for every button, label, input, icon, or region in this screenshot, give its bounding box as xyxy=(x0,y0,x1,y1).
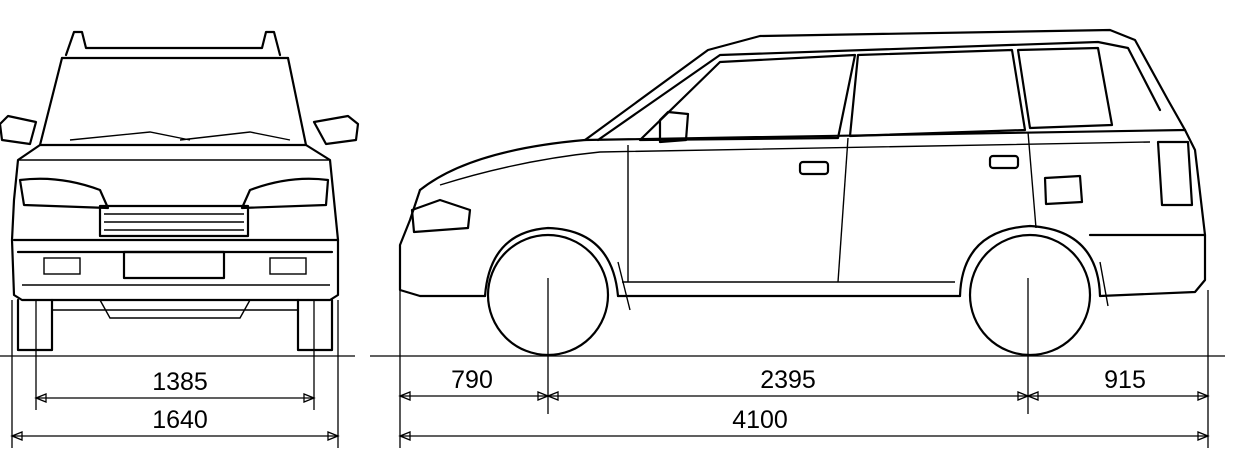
front-dimensions: 1385 1640 xyxy=(10,300,340,448)
front-width-label: 1640 xyxy=(152,406,208,434)
side-view xyxy=(398,28,1207,357)
overall-length-label: 4100 xyxy=(732,406,788,434)
side-dimensions: 790 2395 915 4100 xyxy=(398,278,1210,448)
front-view xyxy=(0,30,360,352)
wheelbase-label: 2395 xyxy=(760,366,816,394)
front-overhang-label: 790 xyxy=(451,366,493,394)
front-track-label: 1385 xyxy=(152,368,208,396)
rear-overhang-label: 915 xyxy=(1104,366,1146,394)
